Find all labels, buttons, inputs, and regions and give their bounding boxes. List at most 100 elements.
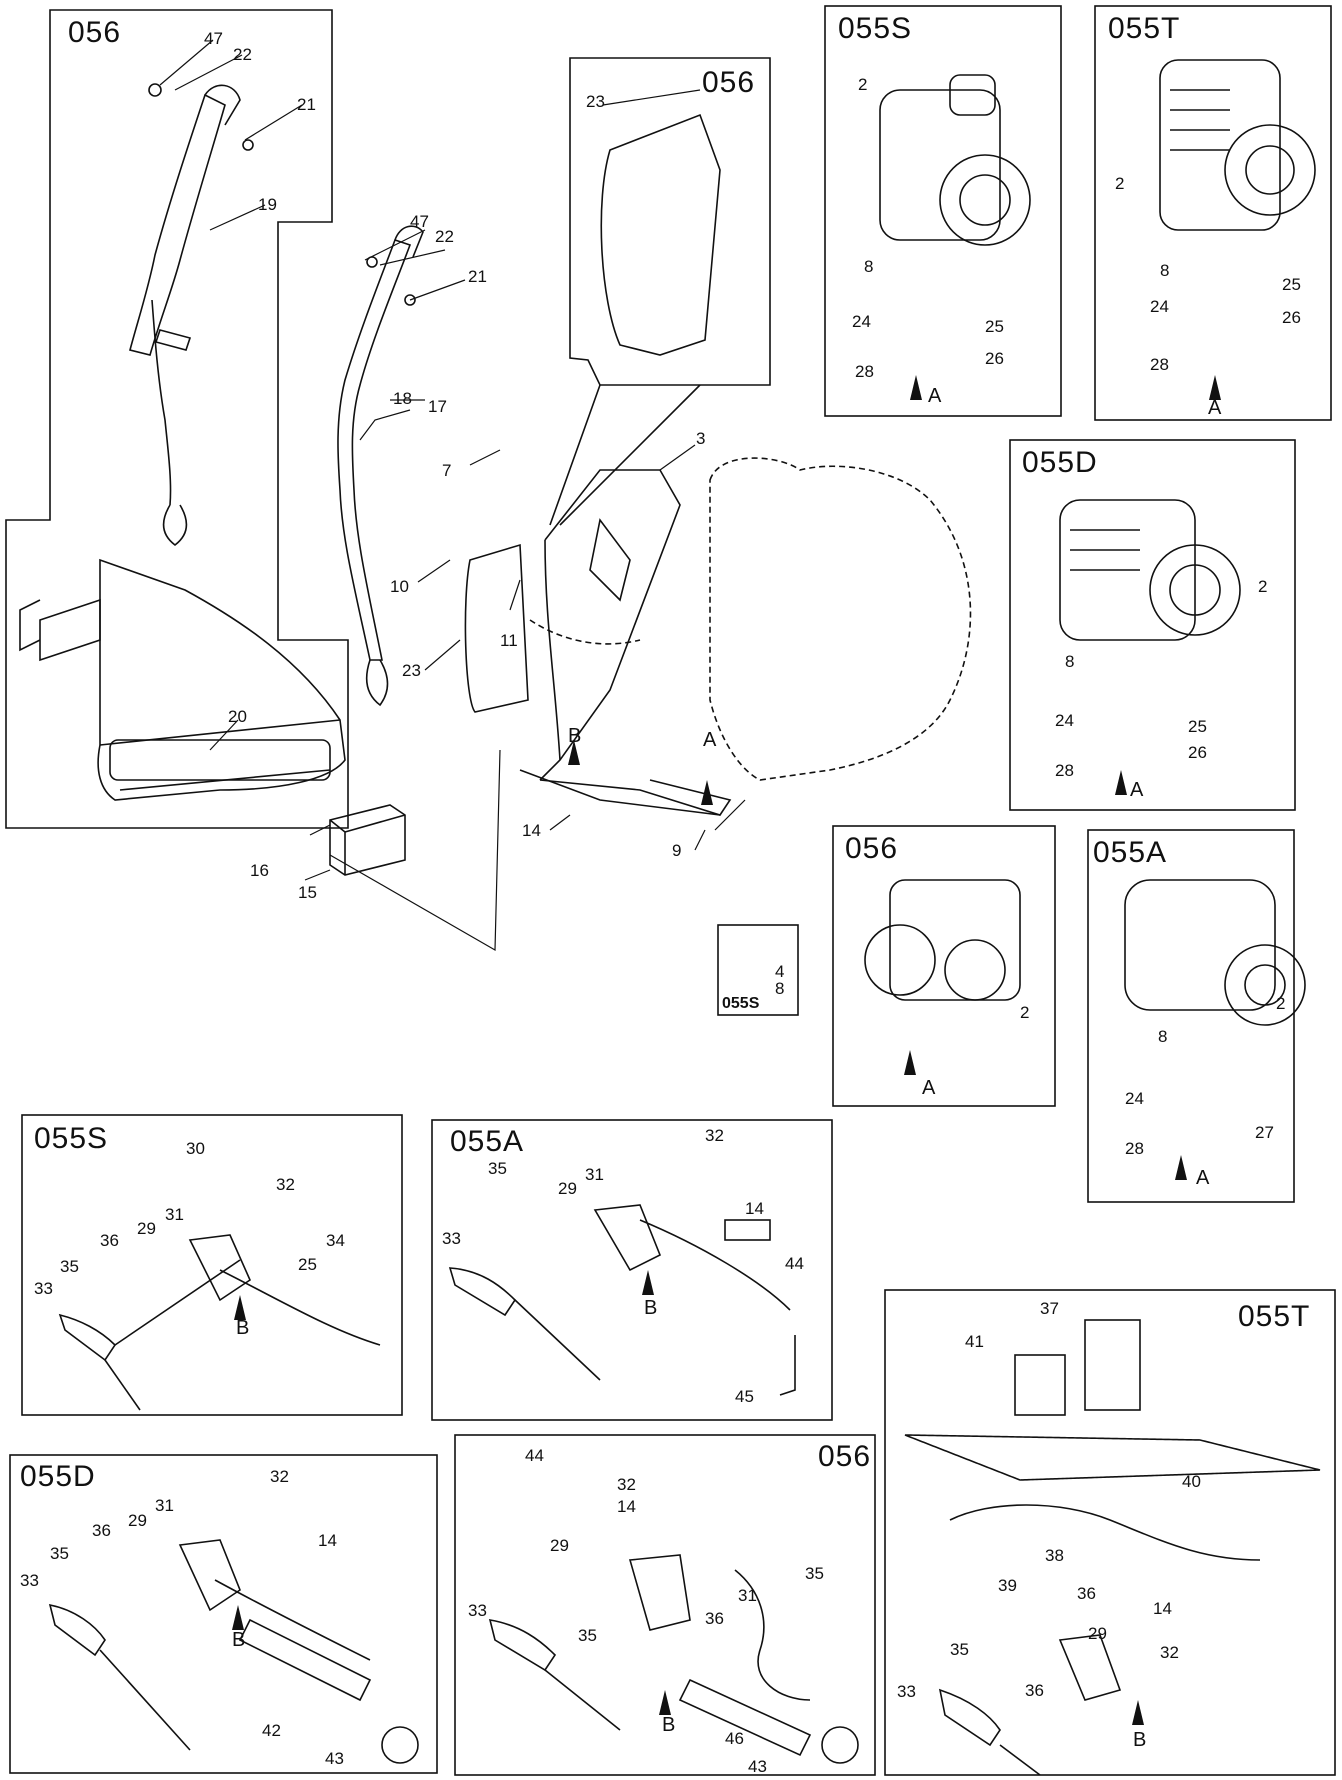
callout-28: 28: [1125, 1139, 1144, 1158]
callout-36: 36: [1077, 1584, 1096, 1603]
callout-8: 8: [1158, 1027, 1168, 1046]
callout-31: 31: [738, 1586, 757, 1605]
panel-title-throttle-055T: 055T: [1238, 1300, 1311, 1333]
engine-055A-frame: [1087, 829, 1295, 1203]
callout-26: 26: [1282, 308, 1301, 327]
callout-33: 33: [897, 1682, 916, 1701]
callout-25: 25: [298, 1255, 317, 1274]
throttle-055A-drawing: [448, 1204, 796, 1396]
callout-33: 33: [34, 1279, 53, 1298]
panel-title-engine-055S: 055S: [838, 12, 913, 45]
callout-20: 20: [228, 707, 247, 726]
harness-panel-frame: [5, 9, 349, 829]
callout-25: 25: [1188, 717, 1207, 736]
throttle-055S-frame: [21, 1114, 403, 1416]
callout-46: 46: [725, 1729, 744, 1748]
panel-title-engine-056: 056: [845, 832, 899, 865]
throttle-055D-drawing: [48, 1539, 419, 1764]
engine-056: [864, 879, 1021, 1001]
callout-44: 44: [525, 1446, 544, 1465]
callout-33: 33: [468, 1601, 487, 1620]
callout-2: 2: [1258, 577, 1268, 596]
callout-37: 37: [1040, 1299, 1059, 1318]
callout-28: 28: [855, 362, 874, 381]
callout-24: 24: [1125, 1089, 1144, 1108]
throttle-055S-drawing: [58, 1234, 381, 1411]
callout-35: 35: [50, 1544, 69, 1563]
callout-19: 19: [258, 195, 277, 214]
callout-43: 43: [748, 1757, 767, 1776]
callout-29: 29: [128, 1511, 147, 1530]
throttle-056-frame: [454, 1434, 876, 1776]
inset-056-plate: [549, 113, 721, 526]
callout-14: 14: [745, 1199, 764, 1218]
callout-29: 29: [558, 1179, 577, 1198]
panel-title-throttle-055S: 055S: [34, 1122, 109, 1155]
callout-14: 14: [1153, 1599, 1172, 1618]
callout-18: 18: [393, 389, 412, 408]
throttle-055T-drawing: [904, 1319, 1321, 1776]
engine-055A: [1124, 879, 1306, 1026]
callout-44: 44: [785, 1254, 804, 1273]
callout-7: 7: [442, 461, 452, 480]
callout-2: 2: [1020, 1003, 1030, 1022]
engine-055D: [1059, 499, 1241, 641]
callout-34: 34: [326, 1231, 345, 1250]
callout-24: 24: [1055, 711, 1074, 730]
callout-28: 28: [1150, 355, 1169, 374]
panel-title-engine-055T: 055T: [1108, 12, 1181, 45]
callout-2: 2: [1276, 994, 1286, 1013]
callout-8: 8: [775, 979, 785, 998]
callout-35: 35: [805, 1564, 824, 1583]
callout-23: 23: [402, 661, 421, 680]
callout-14: 14: [318, 1531, 337, 1550]
callout-33: 33: [442, 1229, 461, 1248]
callout-31: 31: [155, 1496, 174, 1515]
callout-47: 47: [204, 29, 223, 48]
callout-23: 23: [586, 92, 605, 111]
callout-42: 42: [262, 1721, 281, 1740]
callout-35: 35: [578, 1626, 597, 1645]
engine-056-frame: [832, 825, 1056, 1107]
callout-32: 32: [1160, 1643, 1179, 1662]
arrow-label-A: A: [1130, 779, 1144, 801]
panel-title-engine-055A: 055A: [1093, 836, 1168, 869]
callout-24: 24: [852, 312, 871, 331]
panel-title-throttle-055A: 055A: [450, 1125, 525, 1158]
mini-055S-frame: [717, 924, 799, 1016]
throttle-055T-frame: [884, 1289, 1336, 1776]
callout-17: 17: [428, 397, 447, 416]
arrow-label-B: B: [1133, 1729, 1147, 1751]
callout-41: 41: [965, 1332, 984, 1351]
panel-title-mini-055S: 055S: [722, 995, 760, 1012]
callout-29: 29: [550, 1536, 569, 1555]
arrow-label-A: A: [928, 385, 942, 407]
callout-35: 35: [950, 1640, 969, 1659]
callout-21: 21: [468, 267, 487, 286]
callout-25: 25: [1282, 275, 1301, 294]
callout-22: 22: [435, 227, 454, 246]
arrow-label-B: B: [232, 1629, 246, 1651]
callout-27: 27: [1255, 1123, 1274, 1142]
box-15: [329, 804, 406, 876]
callout-25: 25: [985, 317, 1004, 336]
callout-29: 29: [137, 1219, 156, 1238]
engine-055T-frame: [1094, 5, 1332, 421]
arrow-label-B: B: [568, 725, 582, 747]
callout-10: 10: [390, 577, 409, 596]
callout-3: 3: [696, 429, 706, 448]
panel-title-harness-056: 056: [68, 16, 122, 49]
callout-32: 32: [617, 1475, 636, 1494]
callout-38: 38: [1045, 1546, 1064, 1565]
callout-47: 47: [410, 212, 429, 231]
callout-14: 14: [617, 1497, 636, 1516]
callout-39: 39: [998, 1576, 1017, 1595]
callout-11: 11: [500, 631, 518, 650]
belt-frame-20: [19, 558, 346, 801]
shoulder-strap-19: [129, 83, 254, 547]
callout-14: 14: [522, 821, 541, 840]
callout-35: 35: [60, 1257, 79, 1276]
callout-24: 24: [1150, 297, 1169, 316]
callout-36: 36: [100, 1231, 119, 1250]
